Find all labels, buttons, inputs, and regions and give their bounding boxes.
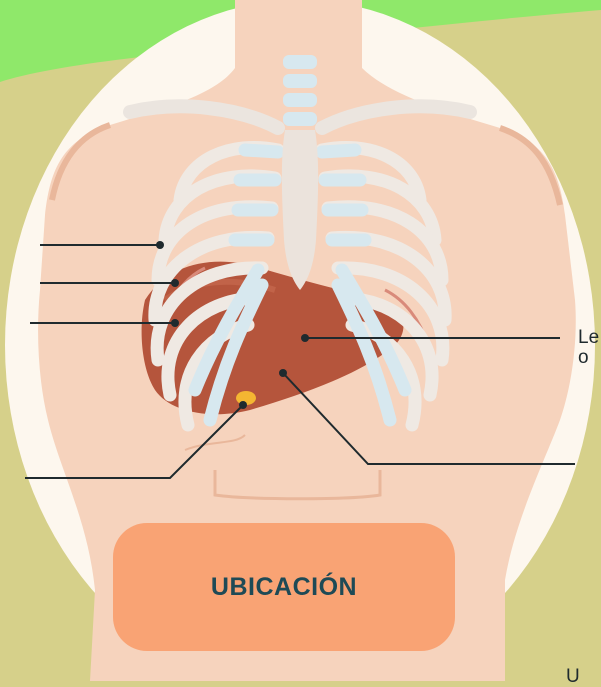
title-text: UBICACIÓN xyxy=(211,573,357,602)
label-right-main: Le xyxy=(578,328,599,348)
label-bottom-right-fragment: U xyxy=(566,667,580,687)
title-pill: UBICACIÓN xyxy=(113,523,455,651)
label-right-main-line2: o xyxy=(578,348,589,368)
